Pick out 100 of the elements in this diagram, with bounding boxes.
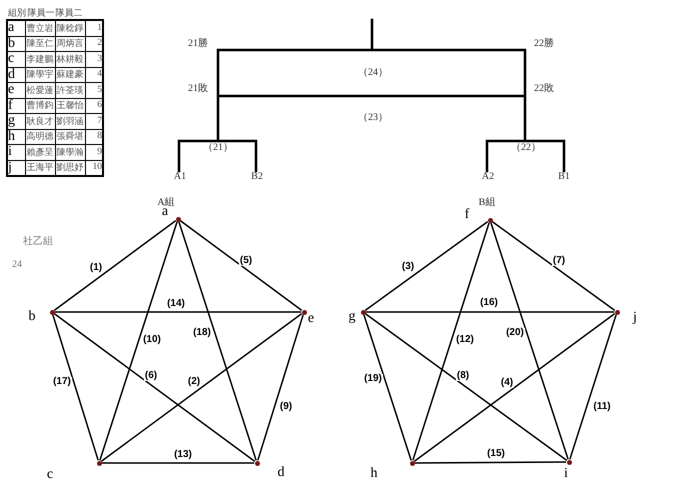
note-text: 社乙組	[23, 237, 53, 247]
vertex-dot	[488, 218, 492, 222]
player-name: 劉思妤	[55, 160, 85, 176]
vertex-label: j	[633, 311, 637, 325]
row-number: 7	[85, 114, 103, 129]
connector-line	[569, 314, 617, 460]
vertex-dot	[176, 216, 180, 222]
edge-label: (20)	[505, 328, 525, 338]
player-name: 許荃瑛	[55, 82, 85, 98]
column-header: 隊員二	[56, 8, 82, 18]
vertex-label: c	[46, 468, 54, 482]
player-name: 林耕毅	[55, 52, 85, 67]
group-letter: f	[7, 98, 25, 114]
column-header: 組別	[8, 8, 26, 18]
edge-label: (18)	[192, 328, 212, 338]
edge-label: (8)	[456, 371, 470, 381]
vertex-dot	[614, 310, 620, 314]
seed-label: A1	[174, 172, 186, 182]
connector-line	[364, 221, 488, 311]
edge-label: (5)	[238, 256, 254, 266]
player-name: 賴彥呈	[25, 144, 55, 160]
connector-line	[490, 222, 569, 460]
player-name: 陳學瀚	[55, 144, 85, 160]
connector-line	[100, 313, 302, 462]
edge-label: (7)	[552, 256, 566, 266]
vertex-label: b	[28, 310, 36, 324]
player-name: 耿良才	[25, 114, 55, 129]
row-number: 6	[85, 98, 103, 114]
group-letter: a	[7, 20, 25, 36]
player-name: 張舜堪	[55, 129, 85, 144]
connector-line	[492, 221, 616, 311]
player-name: 王馨怡	[55, 98, 85, 114]
group-letter: b	[7, 36, 25, 52]
player-name: 曹立岩	[25, 20, 55, 36]
player-name: 劉羽涵	[55, 114, 85, 129]
edge-label: (14)	[166, 299, 186, 309]
connector-line	[102, 462, 254, 464]
edge-label: (9)	[278, 402, 294, 412]
connector-line	[363, 314, 412, 461]
column-header: 隊員一	[28, 8, 54, 18]
connector-line	[412, 222, 490, 461]
player-name: 蘇建豪	[55, 67, 85, 82]
row-number: 5	[85, 82, 103, 98]
edge-label: (11)	[592, 402, 612, 412]
vertex-dot	[50, 310, 54, 314]
edge-label: (12)	[455, 335, 475, 345]
row-number: 9	[85, 144, 103, 160]
vertex-label: i	[564, 467, 568, 481]
player-name: 陳至仁	[25, 36, 55, 52]
connector-line	[414, 461, 566, 464]
vertex-dot	[410, 460, 414, 466]
connector-line	[99, 221, 178, 461]
player-name: 陳稔錚	[55, 20, 85, 36]
seed-label: B1	[558, 172, 570, 182]
player-name: 高明德	[25, 129, 55, 144]
edge-label: (17)	[52, 377, 72, 387]
connector-line	[54, 313, 256, 462]
note-number: 24	[12, 260, 22, 270]
connector-line	[414, 313, 616, 462]
player-name: 李建鵬	[25, 52, 55, 67]
group-letter: h	[7, 129, 25, 144]
group-letter: c	[7, 52, 25, 67]
edge-label: (4)	[500, 378, 514, 388]
row-number: 4	[85, 67, 103, 82]
vertex-dot	[302, 310, 306, 314]
vertex-dot	[360, 310, 366, 314]
vertex-label: e	[308, 312, 314, 326]
player-name: 松愛蓮	[25, 82, 55, 98]
group-letter: g	[7, 114, 25, 129]
player-name: 周炳言	[55, 36, 85, 52]
vertex-label: h	[370, 467, 378, 481]
row-number: 3	[85, 52, 103, 67]
connector-line	[54, 311, 302, 313]
vertex-label: d	[278, 466, 284, 480]
group-letter: e	[7, 82, 25, 98]
edge-label: (6)	[144, 371, 158, 381]
vertex-dot	[254, 460, 260, 466]
vertex-label: g	[348, 310, 356, 324]
vertex-dot	[566, 460, 572, 464]
edge-label: (2)	[186, 377, 202, 387]
player-name: 王海平	[25, 160, 55, 176]
seed-label: A2	[482, 172, 494, 182]
edge-label: (19)	[363, 374, 383, 384]
connector-line	[366, 311, 614, 313]
group-title: A組	[157, 198, 175, 208]
group-letter: i	[7, 144, 25, 160]
connector-line	[54, 220, 176, 311]
connector-line	[178, 221, 257, 461]
player-name: 曹博鈞	[25, 98, 55, 114]
edge-label: (10)	[142, 335, 162, 345]
edge-label: (1)	[88, 263, 104, 273]
vertex-label: a	[162, 205, 168, 219]
row-number: 8	[85, 129, 103, 144]
group-title: B組	[478, 198, 496, 208]
seed-label: B2	[251, 172, 263, 182]
connector-line	[52, 314, 99, 461]
connector-line	[364, 313, 568, 461]
vertex-label: f	[464, 208, 470, 222]
connector-line	[180, 220, 302, 311]
connector-line	[257, 314, 304, 461]
